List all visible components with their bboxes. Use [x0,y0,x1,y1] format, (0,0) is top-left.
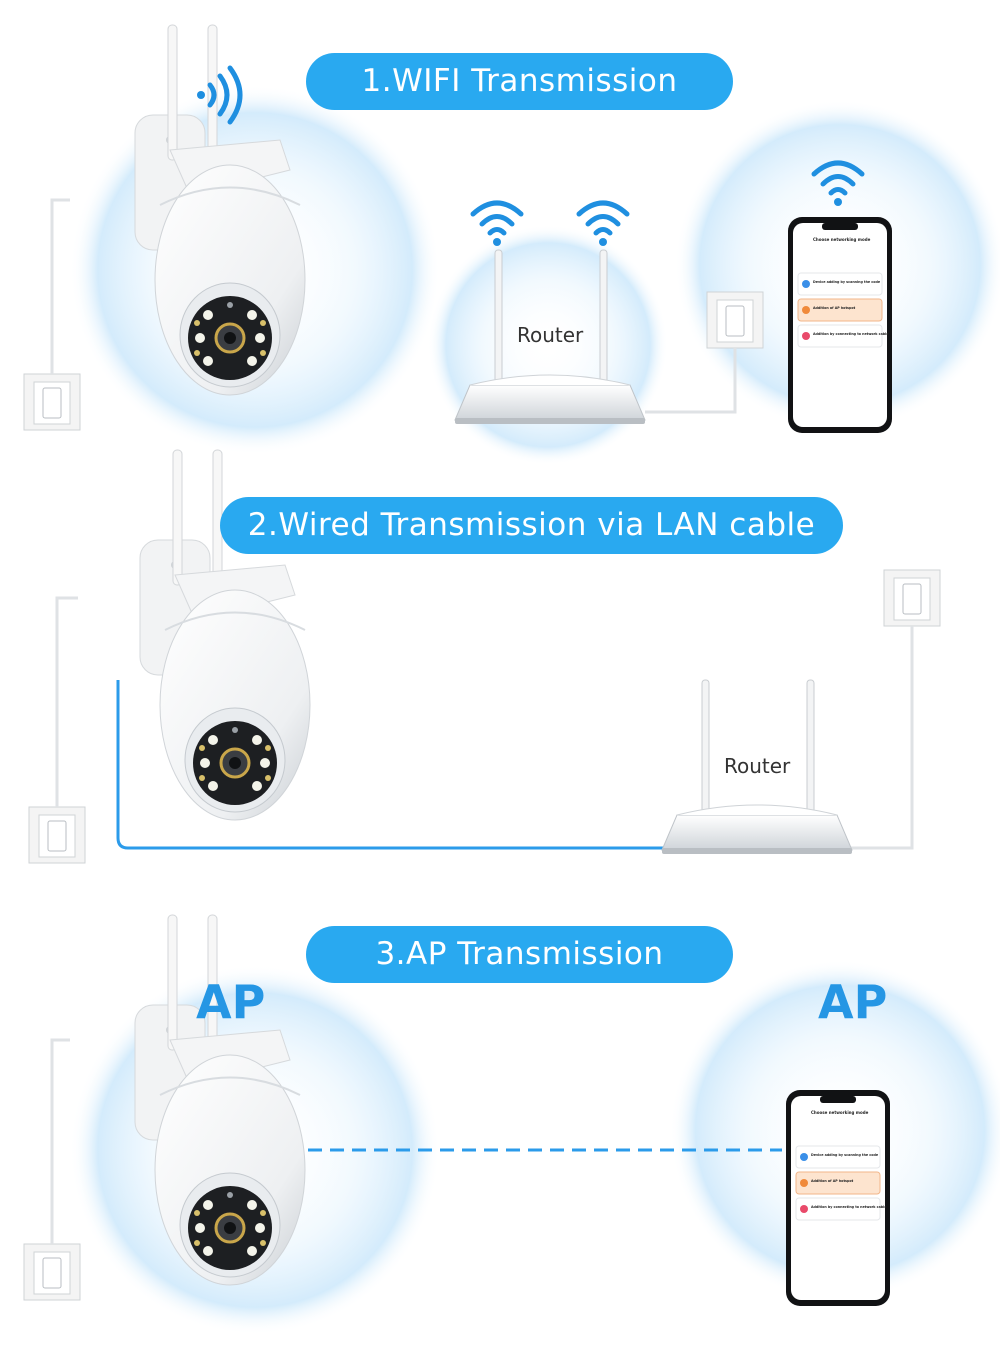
lan-cable [116,680,665,850]
phone-option: Addition of AP hotspot [813,306,856,310]
ap-label-camera: AP [196,975,266,1029]
wall-socket-icon [23,1243,81,1301]
ap-label-phone: AP [818,975,888,1029]
section-title-wifi: 1.WIFI Transmission [306,53,733,110]
phone-option: Device adding by scanning the code [813,280,881,284]
wall-socket-icon [706,291,764,349]
section-wired [28,448,941,864]
router-label: Router [724,754,791,778]
phone-icon [785,1089,891,1307]
wall-socket-icon [28,806,86,864]
phone-option: Device adding by scanning the code [811,1153,879,1157]
section-title-ap: 3.AP Transmission [306,926,733,983]
section-title-wired: 2.Wired Transmission via LAN cable [220,497,843,554]
phone-icon [787,216,893,434]
wifi-icon [197,65,243,125]
section-ap [23,913,1000,1335]
router-label: Router [517,323,584,347]
phone-option: Addition by connecting to network cable [813,332,889,336]
phone-screen-title: Choose networking mode [813,237,871,242]
phone-option: Addition by connecting to network cable [811,1205,887,1209]
wall-socket-icon [883,569,941,627]
wall-socket-icon [23,373,81,431]
section-wifi [23,23,1000,465]
phone-option: Addition of AP hotspot [811,1179,854,1183]
phone-screen-title: Choose networking mode [811,1110,869,1115]
